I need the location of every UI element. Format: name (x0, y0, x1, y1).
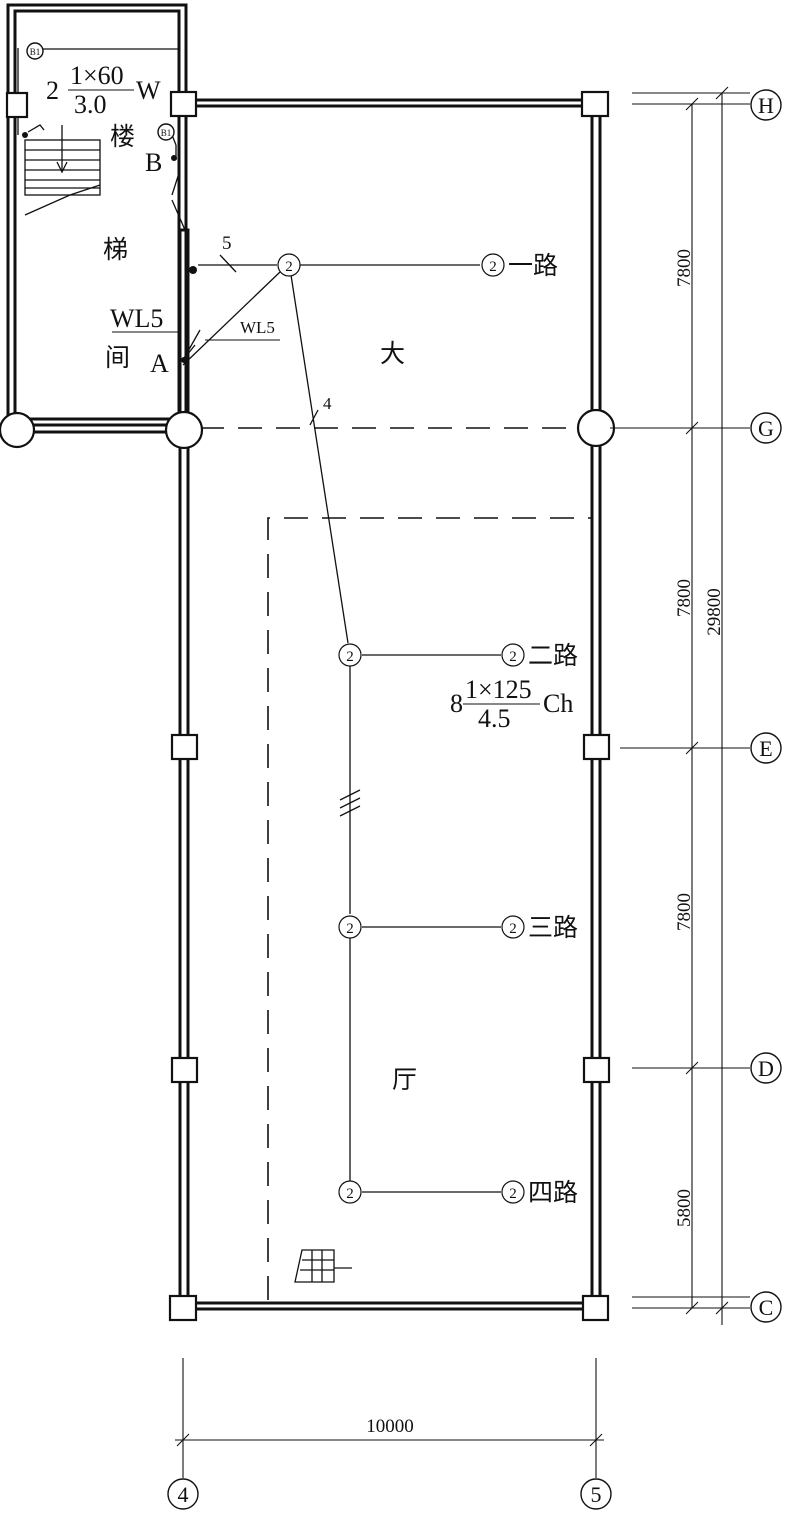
stair-lamp-spec: 1×60 (70, 61, 124, 90)
dim-hg: 7800 (674, 249, 695, 287)
axis-label-5: 5 (591, 1482, 602, 1507)
axis-bubble-d: D (750, 1052, 782, 1084)
circuit-label-4: 四路 (528, 1178, 578, 1207)
hall-lamp-count: 8 (450, 689, 463, 718)
columns (0, 90, 616, 1322)
hall-lamp-annotation: 8 1×125 4.5 Ch (450, 675, 573, 733)
lamp-2a: 2 (338, 643, 362, 667)
axis-bubble-c: C (750, 1291, 782, 1323)
lamp-1b-number: 2 (489, 259, 497, 275)
switch-b1-mid-label: B1 (161, 128, 172, 138)
dim-width: 10000 (366, 1416, 414, 1437)
axis-bubble-g: G (750, 412, 782, 444)
axis-label-d: D (758, 1056, 774, 1081)
dim-total: 29800 (704, 588, 725, 636)
dim-dc: 5800 (674, 1189, 695, 1227)
stair-lamp-count: 2 (46, 76, 59, 105)
axis-bubble-4: 4 (167, 1478, 199, 1510)
lamp-3a: 2 (338, 915, 362, 939)
wl5-right-label: WL5 (240, 318, 275, 337)
axis-bubble-h: H (750, 89, 782, 121)
hall-lamp-spec: 1×125 (465, 675, 532, 704)
axis-label-g: G (758, 416, 774, 441)
lamp-1b: 2 (481, 253, 505, 277)
lamp-4a-number: 2 (346, 1186, 354, 1202)
switch-b1-mid: B1 (157, 123, 175, 141)
hall-lamp-height: 4.5 (478, 704, 511, 733)
lamp-2b: 2 (501, 643, 525, 667)
axis-label-e: E (759, 736, 772, 761)
stair-lamp-mount: W (136, 76, 161, 105)
room-label-ting: 厅 (392, 1065, 417, 1094)
axis-label-4: 4 (178, 1482, 189, 1507)
lamp-4a: 2 (338, 1180, 362, 1204)
lamp-2a-number: 2 (346, 649, 354, 665)
circuit-label-3: 三路 (528, 913, 578, 942)
lamp-3b-number: 2 (509, 921, 517, 937)
dim-ed: 7800 (674, 893, 695, 931)
wire-count-4: 4 (323, 394, 332, 413)
distribution-box-icon (294, 1249, 352, 1283)
axis-bubble-5: 5 (580, 1478, 612, 1510)
lamp-4b-number: 2 (509, 1186, 517, 1202)
point-a-label: A (150, 349, 169, 378)
room-label-da: 大 (380, 339, 405, 368)
lamp-3a-number: 2 (346, 921, 354, 937)
room-label-jian: 间 (105, 343, 130, 372)
room-label-lou: 楼 (110, 122, 135, 151)
stairs (24, 125, 101, 216)
axis-label-c: C (759, 1295, 774, 1320)
lamp-1a-number: 2 (285, 259, 293, 275)
lamp-3b: 2 (501, 915, 525, 939)
switch-b1-top: B1 (26, 42, 44, 60)
lamp-4b: 2 (501, 1180, 525, 1204)
wl5-left-label: WL5 (110, 304, 163, 333)
hall-wiring (181, 254, 501, 1193)
room-label-ti: 梯 (103, 235, 128, 264)
circuit-label-2: 二路 (528, 641, 578, 670)
bottom-dimension-lines (175, 1358, 604, 1478)
axis-label-h: H (758, 93, 774, 118)
circuit-label-1: 一路 (508, 251, 558, 280)
stair-lamp-annotation: 2 1×60 3.0 W (46, 61, 161, 119)
lamp-2b-number: 2 (509, 649, 517, 665)
switch-b1-top-label: B1 (30, 47, 41, 57)
right-dimension-lines (610, 86, 750, 1325)
dim-ge: 7800 (674, 579, 695, 617)
stair-wiring (17, 48, 186, 231)
point-b-label: B (145, 148, 162, 177)
wire-count-5: 5 (222, 233, 232, 254)
dashed-area-boundary (267, 517, 592, 1300)
hall-lamp-mount: Ch (543, 689, 573, 718)
lamp-1a: 2 (277, 253, 301, 277)
stair-lamp-height: 3.0 (74, 90, 107, 119)
axis-bubble-e: E (750, 732, 782, 764)
